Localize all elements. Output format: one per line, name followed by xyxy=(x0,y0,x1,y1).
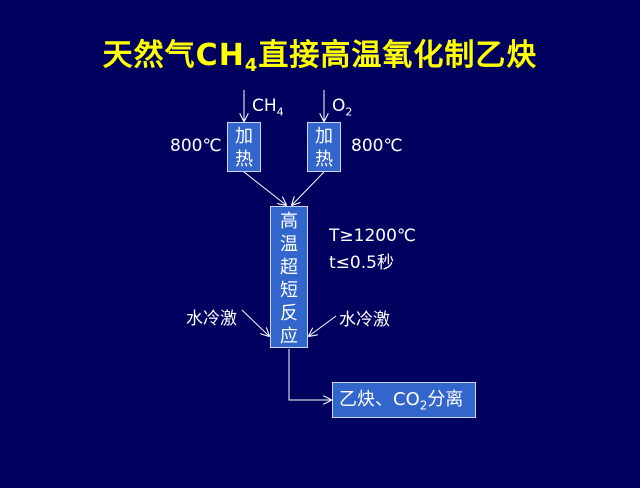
right-heater-char: 热 xyxy=(315,149,333,170)
o2-label-main: O xyxy=(332,96,346,116)
reactor-char: 高 xyxy=(280,211,298,232)
left-heater-box: 加 热 xyxy=(227,122,261,172)
ch4-label-main: CH xyxy=(252,96,277,116)
reactor-to-separation-arrow xyxy=(288,349,331,400)
right-heater-char: 加 xyxy=(315,126,333,147)
title-main: 天然气CH xyxy=(102,38,245,73)
condition-time: t≤0.5秒 xyxy=(329,253,394,273)
left-heater-temp: 800℃ xyxy=(170,136,222,156)
reactor-char: 短 xyxy=(280,280,298,301)
right-quench-arrow xyxy=(309,315,337,336)
separation-box: 乙炔、CO2分离 xyxy=(332,382,476,418)
left-heater-to-reactor-arrow xyxy=(243,171,286,205)
title-subscript: 4 xyxy=(244,55,259,76)
left-quench-label: 水冷激 xyxy=(186,309,237,329)
o2-label-sub: 2 xyxy=(345,105,353,119)
right-heater-box: 加 热 xyxy=(307,122,341,172)
o2-label: O2 xyxy=(332,96,352,118)
right-quench-label: 水冷激 xyxy=(339,310,390,330)
condition-temperature: T≥1200℃ xyxy=(329,226,416,246)
separation-text-sub: 2 xyxy=(419,398,428,413)
reactor-char: 应 xyxy=(280,326,298,347)
left-heater-char: 热 xyxy=(235,149,253,170)
title-rest: 直接高温氧化制乙炔 xyxy=(258,38,538,73)
reactor-char: 超 xyxy=(280,257,298,278)
left-quench-arrow xyxy=(241,309,269,336)
reactor-char: 温 xyxy=(280,234,298,255)
left-heater-char: 加 xyxy=(235,126,253,147)
separation-text-post: 分离 xyxy=(427,389,464,410)
right-heater-temp: 800℃ xyxy=(351,136,403,156)
reactor-box: 高 温 超 短 反 应 xyxy=(270,206,308,348)
slide-title: 天然气CH4直接高温氧化制乙炔 xyxy=(0,30,640,76)
separation-text-pre: 乙炔、CO xyxy=(339,389,420,410)
ch4-label: CH4 xyxy=(252,96,284,118)
right-heater-to-reactor-arrow xyxy=(292,171,325,205)
ch4-label-sub: 4 xyxy=(276,105,284,119)
reactor-char: 反 xyxy=(280,303,298,324)
